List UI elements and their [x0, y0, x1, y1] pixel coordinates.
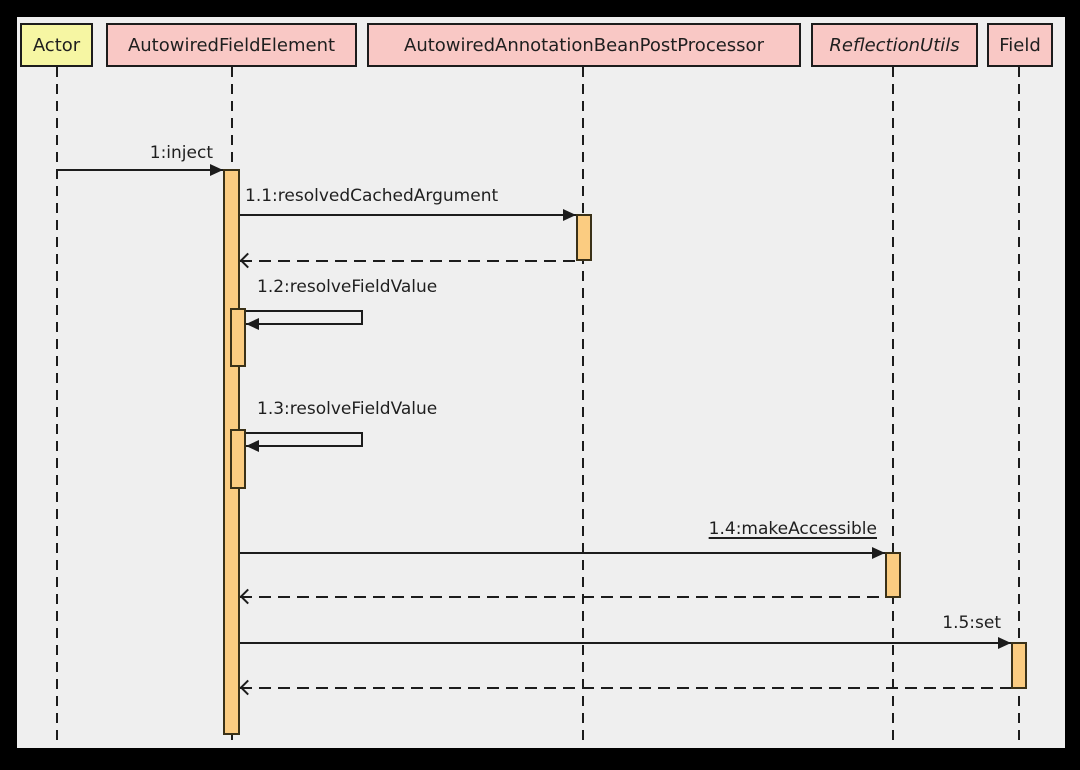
message-label-resolvefieldvalue-1: 1.2:resolveFieldValue — [257, 277, 438, 297]
arrowhead-filled-right-icon — [563, 209, 576, 221]
arrowhead-filled-left-icon — [246, 318, 259, 330]
participant-box-field: Field — [987, 23, 1053, 67]
self-call-loop-1 — [246, 310, 363, 325]
participant-label: Actor — [32, 34, 81, 56]
participant-box-autowiredannotationbeanpostprocessor: AutowiredAnnotationBeanPostProcessor — [367, 23, 801, 67]
lifeline-autowiredannotationbeanpostprocessor — [582, 67, 584, 740]
lifeline-reflectionutils — [892, 67, 894, 740]
message-line-makeaccessible — [240, 552, 885, 554]
message-label-makeaccessible: 1.4:makeAccessible — [708, 519, 877, 539]
lifeline-field — [1018, 67, 1020, 740]
activation-bar-field — [1011, 642, 1027, 689]
participant-box-actor: Actor — [20, 23, 93, 67]
message-label-resolvedcachedargument: 1.1:resolvedCachedArgument — [245, 186, 499, 206]
return-line-resolvedcachedargument — [240, 260, 576, 262]
participant-label: ReflectionUtils — [829, 34, 960, 56]
arrowhead-open-left-icon — [239, 252, 256, 269]
return-line-set — [240, 687, 1011, 689]
sequence-diagram-canvas: Actor AutowiredFieldElement AutowiredAnn… — [17, 17, 1065, 748]
arrowhead-filled-left-icon — [246, 440, 259, 452]
activation-bar-reflectionutils — [885, 552, 901, 598]
activation-bar-nested-resolvefieldvalue-2 — [230, 429, 246, 489]
message-line-inject — [57, 169, 223, 171]
arrowhead-filled-right-icon — [998, 637, 1011, 649]
lifeline-actor — [56, 67, 58, 740]
arrowhead-filled-right-icon — [872, 547, 885, 559]
participant-label: AutowiredAnnotationBeanPostProcessor — [404, 34, 764, 56]
arrowhead-open-left-icon — [239, 679, 256, 696]
return-line-makeaccessible — [240, 596, 885, 598]
activation-bar-beanpostprocessor — [576, 214, 592, 261]
activation-bar-nested-resolvefieldvalue-1 — [230, 308, 246, 367]
message-line-resolvedcachedargument — [240, 214, 576, 216]
arrowhead-filled-right-icon — [210, 164, 223, 176]
participant-label: Field — [999, 34, 1041, 56]
arrowhead-open-left-icon — [239, 588, 256, 605]
message-line-set — [240, 642, 1011, 644]
message-label-set: 1.5:set — [942, 613, 1001, 633]
message-label-resolvefieldvalue-2: 1.3:resolveFieldValue — [257, 399, 438, 419]
participant-label: AutowiredFieldElement — [127, 34, 336, 56]
participant-box-autowiredfieldelement: AutowiredFieldElement — [106, 23, 357, 67]
message-label-inject: 1:inject — [149, 143, 213, 163]
self-call-loop-2 — [246, 432, 363, 447]
participant-box-reflectionutils: ReflectionUtils — [811, 23, 978, 67]
